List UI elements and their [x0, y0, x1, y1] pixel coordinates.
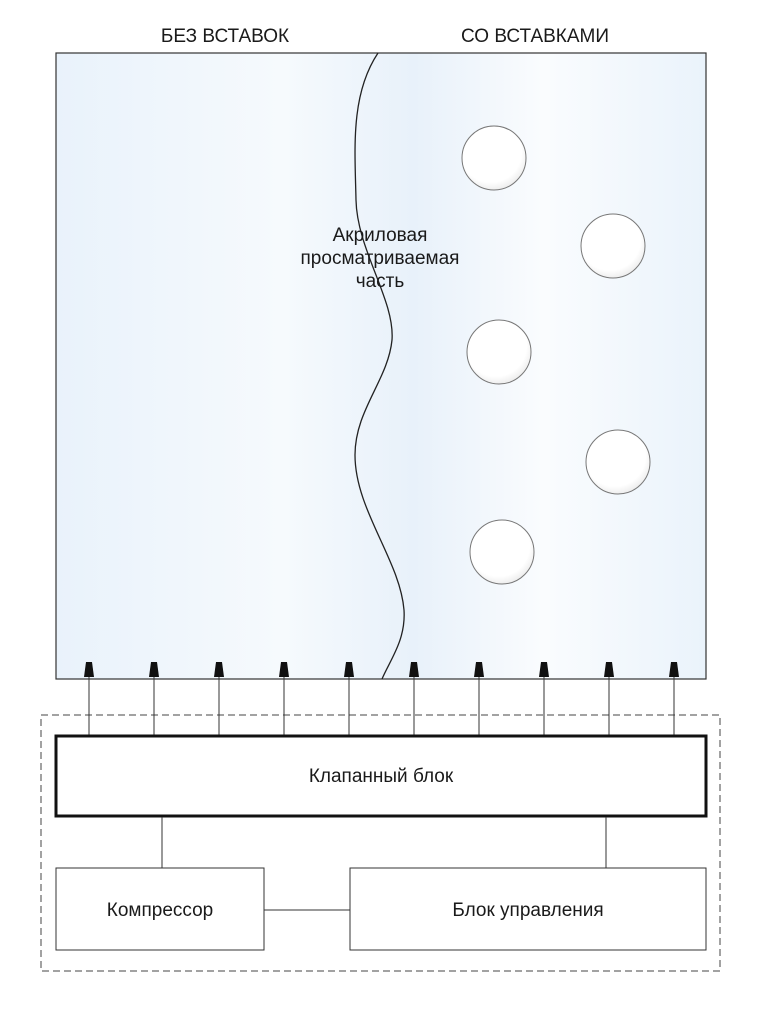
nozzle-icon	[279, 662, 289, 677]
control-unit-label: Блок управления	[452, 900, 604, 921]
nozzle-icon	[84, 662, 94, 677]
acrylic-label-line: Акриловая	[332, 225, 428, 246]
control-unit-block	[349, 867, 707, 951]
valve-block-label: Клапанный блок	[308, 766, 454, 787]
divider-wave	[354, 52, 405, 680]
acrylic-label-line: часть	[355, 271, 405, 292]
nozzle-icon	[214, 662, 224, 677]
compressor-block	[55, 867, 265, 951]
inserts	[461, 125, 651, 585]
insert-circle	[461, 125, 527, 191]
acrylic-label-line: просматриваемая	[300, 248, 460, 269]
insert-circle	[585, 429, 651, 495]
without-inserts-label: БЕЗ ВСТАВОК	[160, 26, 290, 47]
insert-circle	[580, 213, 646, 279]
nozzle-icon	[409, 662, 419, 677]
compressor-label: Компрессор	[106, 900, 214, 921]
system-enclosure	[40, 714, 721, 972]
nozzle-icon	[669, 662, 679, 677]
insert-circle	[469, 519, 535, 585]
nozzle-icon	[344, 662, 354, 677]
nozzle-icon	[539, 662, 549, 677]
nozzles	[84, 662, 679, 736]
valve-block	[54, 734, 708, 818]
nozzle-icon	[474, 662, 484, 677]
with-inserts-label: СО ВСТАВКАМИ	[460, 26, 610, 47]
acrylic-section-label: Акриловая просматриваемая часть	[270, 224, 490, 293]
nozzle-icon	[604, 662, 614, 677]
acrylic-tank	[55, 52, 707, 680]
nozzle-icon	[149, 662, 159, 677]
insert-circle	[466, 319, 532, 385]
